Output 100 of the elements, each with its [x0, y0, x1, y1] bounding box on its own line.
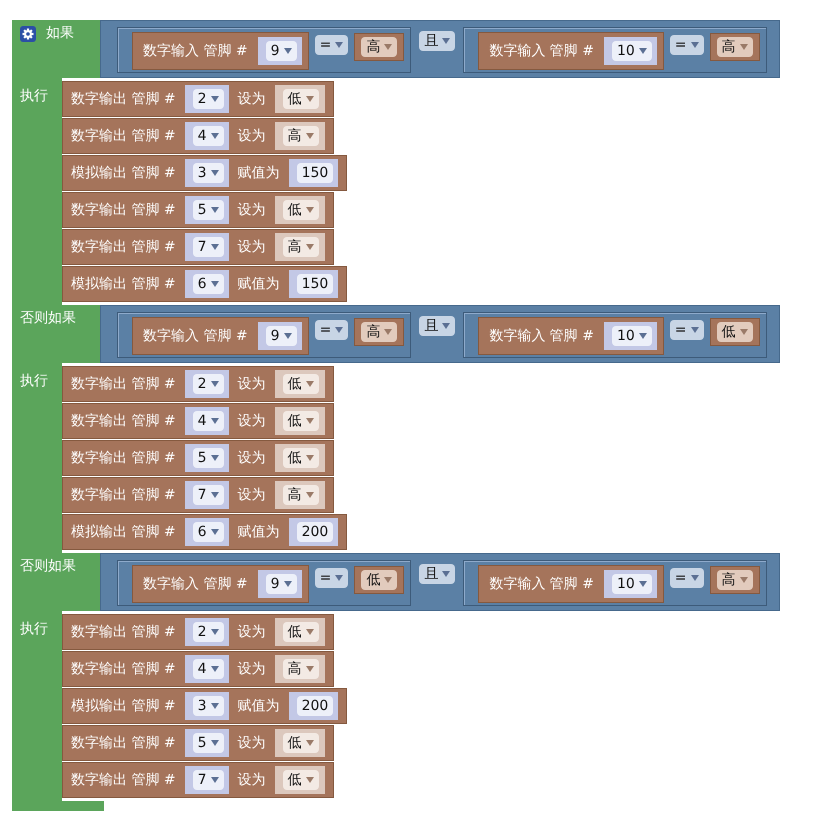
digital-read-block [132, 317, 309, 355]
block-label: 数字输出 管脚 # [71, 375, 176, 393]
pin-dropdown: 4 [192, 659, 224, 679]
value-dropdown: 低 [282, 622, 319, 642]
value-block [274, 481, 325, 509]
compare-block [117, 27, 412, 73]
pin-block [604, 570, 657, 598]
pin-block [184, 481, 229, 509]
pin-dropdown: 6 [192, 522, 224, 542]
value-dropdown: 高 [361, 322, 398, 342]
pin-block [184, 692, 229, 720]
keyword-label: 执行 [20, 372, 48, 390]
value-block [274, 370, 325, 398]
digital-read-block [132, 565, 309, 603]
operator-dropdown: 且 [419, 31, 456, 51]
keyword-label: 否则如果 [20, 557, 76, 575]
pin-dropdown: 3 [192, 163, 224, 183]
digital-read-block [478, 32, 664, 70]
keyword-label: 如果 [46, 24, 74, 42]
number-input: 150 [296, 274, 334, 294]
pin-dropdown: 2 [192, 89, 224, 109]
pin-dropdown: 7 [192, 770, 224, 790]
block-label: 数字输入 管脚 # [489, 327, 594, 345]
value-block [274, 655, 325, 683]
block-label: 设为 [238, 412, 266, 430]
value-block [710, 318, 760, 346]
number-block [288, 270, 338, 298]
operator-dropdown: 且 [419, 316, 456, 336]
pin-dropdown: 9 [266, 574, 297, 594]
value-dropdown: 高 [282, 485, 319, 505]
pin-dropdown: 7 [192, 485, 224, 505]
value-block [274, 122, 325, 150]
value-dropdown: 高 [282, 237, 319, 257]
write-block [62, 155, 348, 191]
operator-dropdown: 且 [419, 564, 456, 584]
pin-block [604, 322, 657, 350]
operator-dropdown: = [670, 320, 704, 340]
digital-read-block [478, 317, 664, 355]
block-label: 数字输出 管脚 # [71, 486, 176, 504]
number-block [288, 518, 338, 546]
block-label: 设为 [238, 375, 266, 393]
pin-dropdown: 2 [192, 622, 224, 642]
keyword-label: 否则如果 [20, 309, 76, 327]
block-label: 赋值为 [238, 523, 280, 541]
value-block [274, 407, 325, 435]
value-block [274, 618, 325, 646]
block-label: 设为 [238, 201, 266, 219]
operator-dropdown: = [670, 568, 704, 588]
block-label: 数字输出 管脚 # [71, 623, 176, 641]
pin-block [184, 444, 229, 472]
compare-block [463, 560, 766, 606]
block-label: 数字输入 管脚 # [489, 42, 594, 60]
write-block [62, 192, 334, 228]
pin-block [184, 729, 229, 757]
value-block [354, 33, 404, 61]
pin-dropdown: 4 [192, 126, 224, 146]
block-label: 模拟输出 管脚 # [71, 697, 176, 715]
value-dropdown: 低 [282, 733, 319, 753]
keyword-label: 执行 [20, 620, 48, 638]
block-label: 设为 [238, 90, 266, 108]
pin-block [604, 37, 657, 65]
block-label: 模拟输出 管脚 # [71, 523, 176, 541]
write-block [62, 366, 334, 402]
pin-block [184, 85, 229, 113]
pin-dropdown: 3 [192, 696, 224, 716]
write-block [62, 477, 334, 513]
operator-dropdown: = [314, 568, 348, 588]
value-dropdown: 低 [282, 89, 319, 109]
number-input: 150 [296, 163, 334, 183]
number-block [288, 159, 338, 187]
value-dropdown: 高 [282, 126, 319, 146]
value-block [274, 444, 325, 472]
block-label: 数字输出 管脚 # [71, 771, 176, 789]
pin-dropdown: 10 [612, 574, 652, 594]
write-block [62, 403, 334, 439]
block-label: 设为 [238, 486, 266, 504]
value-block [354, 318, 404, 346]
operator-dropdown: = [314, 35, 348, 55]
value-block [710, 566, 760, 594]
logic-block [100, 20, 780, 78]
block-label: 数字输入 管脚 # [489, 575, 594, 593]
operator-dropdown: = [670, 35, 704, 55]
pin-block [184, 233, 229, 261]
pin-dropdown: 7 [192, 237, 224, 257]
pin-block [184, 518, 229, 546]
block-label: 数字输出 管脚 # [71, 449, 176, 467]
value-dropdown: 低 [361, 570, 398, 590]
value-block [274, 85, 325, 113]
pin-dropdown: 4 [192, 411, 224, 431]
block-label: 数字输出 管脚 # [71, 734, 176, 752]
value-dropdown: 高 [716, 570, 752, 590]
write-block [62, 81, 334, 117]
block-label: 设为 [238, 238, 266, 256]
block-label: 数字输出 管脚 # [71, 660, 176, 678]
logic-block [100, 305, 780, 363]
pin-dropdown: 10 [612, 41, 652, 61]
pin-block [184, 655, 229, 683]
value-dropdown: 低 [716, 322, 752, 342]
write-block [62, 514, 348, 550]
block-label: 模拟输出 管脚 # [71, 275, 176, 293]
